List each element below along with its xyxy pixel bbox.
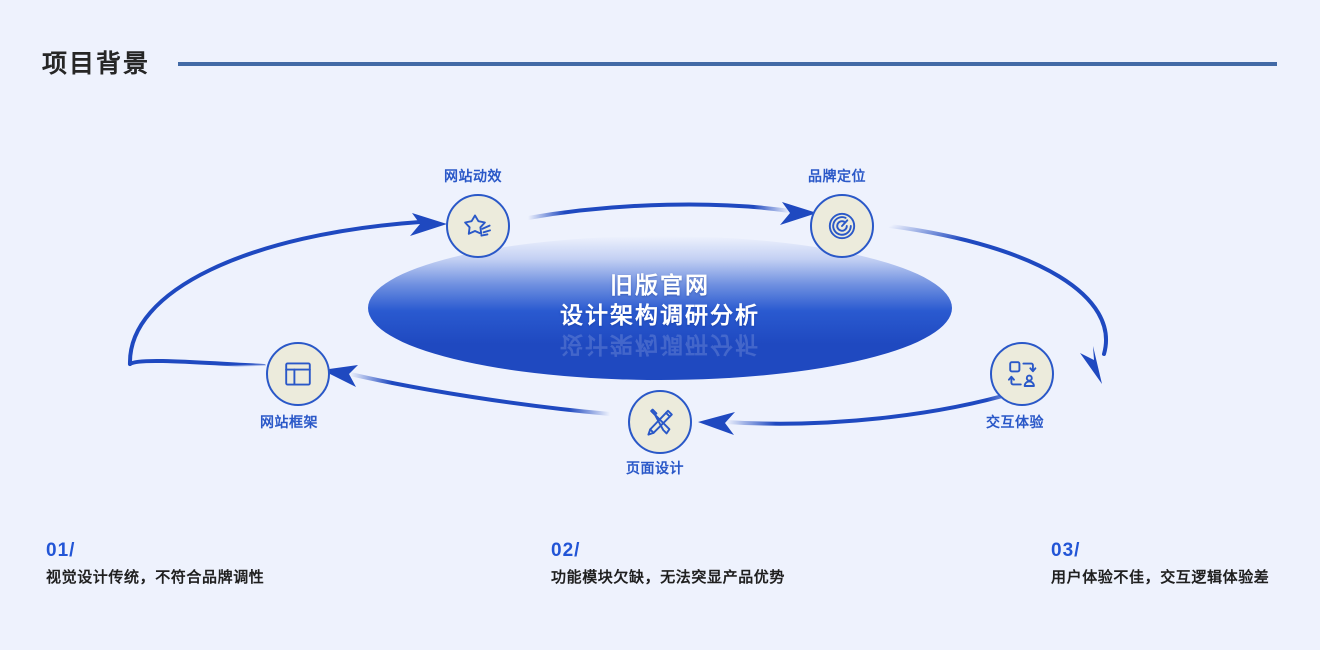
cycle-diagram: 旧版官网 设计架构调研分析 设计架构调研分析 网站动效 品牌定位 (0, 118, 1320, 508)
page-header: 项目背景 (0, 38, 1320, 90)
node-label-page-design: 页面设计 (626, 460, 684, 476)
target-radar-icon (826, 210, 858, 242)
node-label-interaction-exp: 交互体验 (986, 414, 1044, 430)
pencil-ruler-icon (644, 406, 676, 438)
center-ellipse (368, 236, 952, 380)
key-point-number: 03/ (1051, 540, 1081, 561)
key-point-item: 02/ 功能模块欠缺，无法突显产品优势 (551, 540, 785, 588)
key-point-text: 视觉设计传统，不符合品牌调性 (46, 569, 265, 586)
user-flow-icon (1006, 358, 1038, 390)
diagram-graphics (127, 202, 1108, 435)
key-point-item: 01/ 视觉设计传统，不符合品牌调性 (46, 540, 264, 588)
arrow-to-interaction-exp (888, 224, 1108, 384)
orbit-left-closing-arc (128, 358, 266, 368)
page-title: 项目背景 (42, 49, 151, 78)
node-label-brand-position: 品牌定位 (808, 168, 866, 184)
key-points-row: 01/ 视觉设计传统，不符合品牌调性 02/ 功能模块欠缺，无法突显产品优势 0… (0, 540, 1320, 620)
arrow-to-website-frame (322, 365, 612, 416)
key-point-item: 03/ 用户体验不佳，交互逻辑体验差 (1051, 540, 1269, 588)
node-label-website-motion: 网站动效 (444, 168, 502, 184)
header-divider-rule (178, 62, 1277, 66)
node-brand-position[interactable] (810, 194, 874, 258)
node-page-design[interactable] (628, 390, 692, 454)
arrow-to-brand-position (526, 202, 817, 225)
key-point-number: 01/ (46, 540, 76, 561)
arrow-to-website-motion (127, 213, 447, 366)
key-point-text: 用户体验不佳，交互逻辑体验差 (1051, 569, 1270, 586)
layout-grid-icon (282, 358, 314, 390)
node-website-motion[interactable] (446, 194, 510, 258)
star-sparkle-icon (462, 210, 494, 242)
arrow-to-page-design (698, 384, 1038, 435)
node-label-website-frame: 网站框架 (260, 414, 318, 430)
key-point-text: 功能模块欠缺，无法突显产品优势 (551, 569, 786, 586)
node-website-frame[interactable] (266, 342, 330, 406)
node-interaction-exp[interactable] (990, 342, 1054, 406)
key-point-number: 02/ (551, 540, 581, 561)
